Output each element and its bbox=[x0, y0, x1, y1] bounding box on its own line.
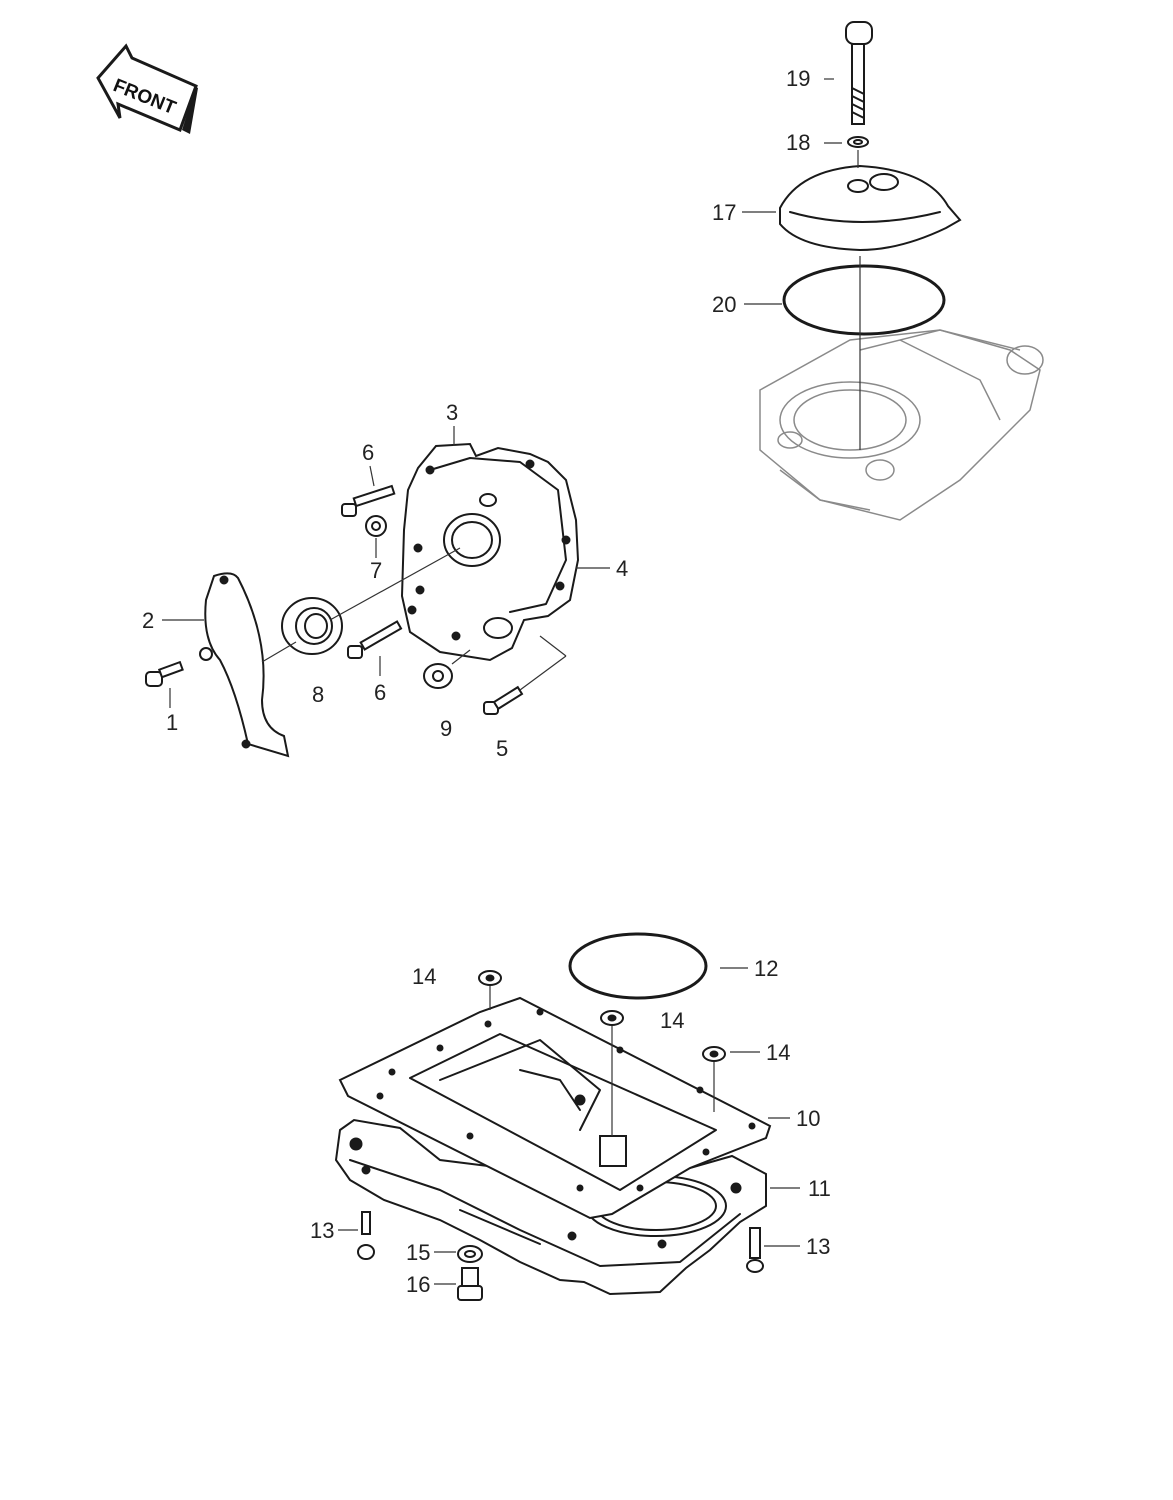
callout-13-right: 13 bbox=[806, 1234, 830, 1259]
callout-16: 16 bbox=[406, 1272, 430, 1297]
callout-6-lower: 6 bbox=[374, 680, 386, 705]
cover-17 bbox=[779, 164, 962, 252]
gasket-10 bbox=[338, 996, 772, 1220]
washer-14-left bbox=[478, 970, 502, 986]
callout-14-right: 14 bbox=[766, 1040, 790, 1065]
bolt-5 bbox=[483, 685, 524, 715]
callout-14-left: 14 bbox=[412, 964, 436, 989]
gasket-2 bbox=[199, 572, 290, 758]
engine-housing-ghost bbox=[759, 329, 1044, 521]
drain-plug-16 bbox=[457, 1267, 483, 1301]
callout-17: 17 bbox=[712, 200, 736, 225]
callout-18: 18 bbox=[786, 130, 810, 155]
washer-15 bbox=[457, 1245, 483, 1263]
callout-3: 3 bbox=[446, 400, 458, 425]
callout-10: 10 bbox=[796, 1106, 820, 1131]
callout-14-center: 14 bbox=[660, 1008, 684, 1033]
callout-9: 9 bbox=[440, 716, 452, 741]
o-ring-12 bbox=[568, 932, 708, 1000]
oil-seal-8 bbox=[281, 597, 343, 655]
washer-18 bbox=[847, 136, 869, 148]
bolt-19 bbox=[845, 21, 873, 125]
callout-4: 4 bbox=[616, 556, 628, 581]
callout-7: 7 bbox=[370, 558, 382, 583]
bolt-13-right bbox=[746, 1227, 764, 1273]
washer-7 bbox=[365, 515, 387, 537]
callout-11: 11 bbox=[808, 1176, 831, 1201]
callout-6-upper: 6 bbox=[362, 440, 374, 465]
callout-19: 19 bbox=[786, 66, 810, 91]
callout-12: 12 bbox=[754, 956, 778, 981]
callout-1: 1 bbox=[166, 710, 178, 735]
callout-13-left: 13 bbox=[310, 1218, 334, 1243]
bolt-6-upper bbox=[341, 484, 396, 517]
bolt-13-left bbox=[357, 1211, 375, 1260]
nut-9 bbox=[423, 663, 453, 689]
callout-5: 5 bbox=[496, 736, 508, 761]
bolt-6-lower bbox=[347, 620, 403, 659]
washer-14-center bbox=[600, 1010, 624, 1026]
callout-15: 15 bbox=[406, 1240, 430, 1265]
callout-labels: 19 18 17 20 3 6 7 4 2 8 6 1 9 5 14 12 14… bbox=[142, 66, 842, 1297]
o-ring-20 bbox=[782, 264, 946, 336]
bolt-1 bbox=[145, 660, 184, 687]
washer-14-right bbox=[702, 1046, 726, 1062]
callout-20: 20 bbox=[712, 292, 736, 317]
callout-2: 2 bbox=[142, 608, 154, 633]
cover-3 bbox=[400, 442, 580, 662]
callout-8: 8 bbox=[312, 682, 324, 707]
front-arrow-icon: FRONT bbox=[96, 43, 198, 134]
